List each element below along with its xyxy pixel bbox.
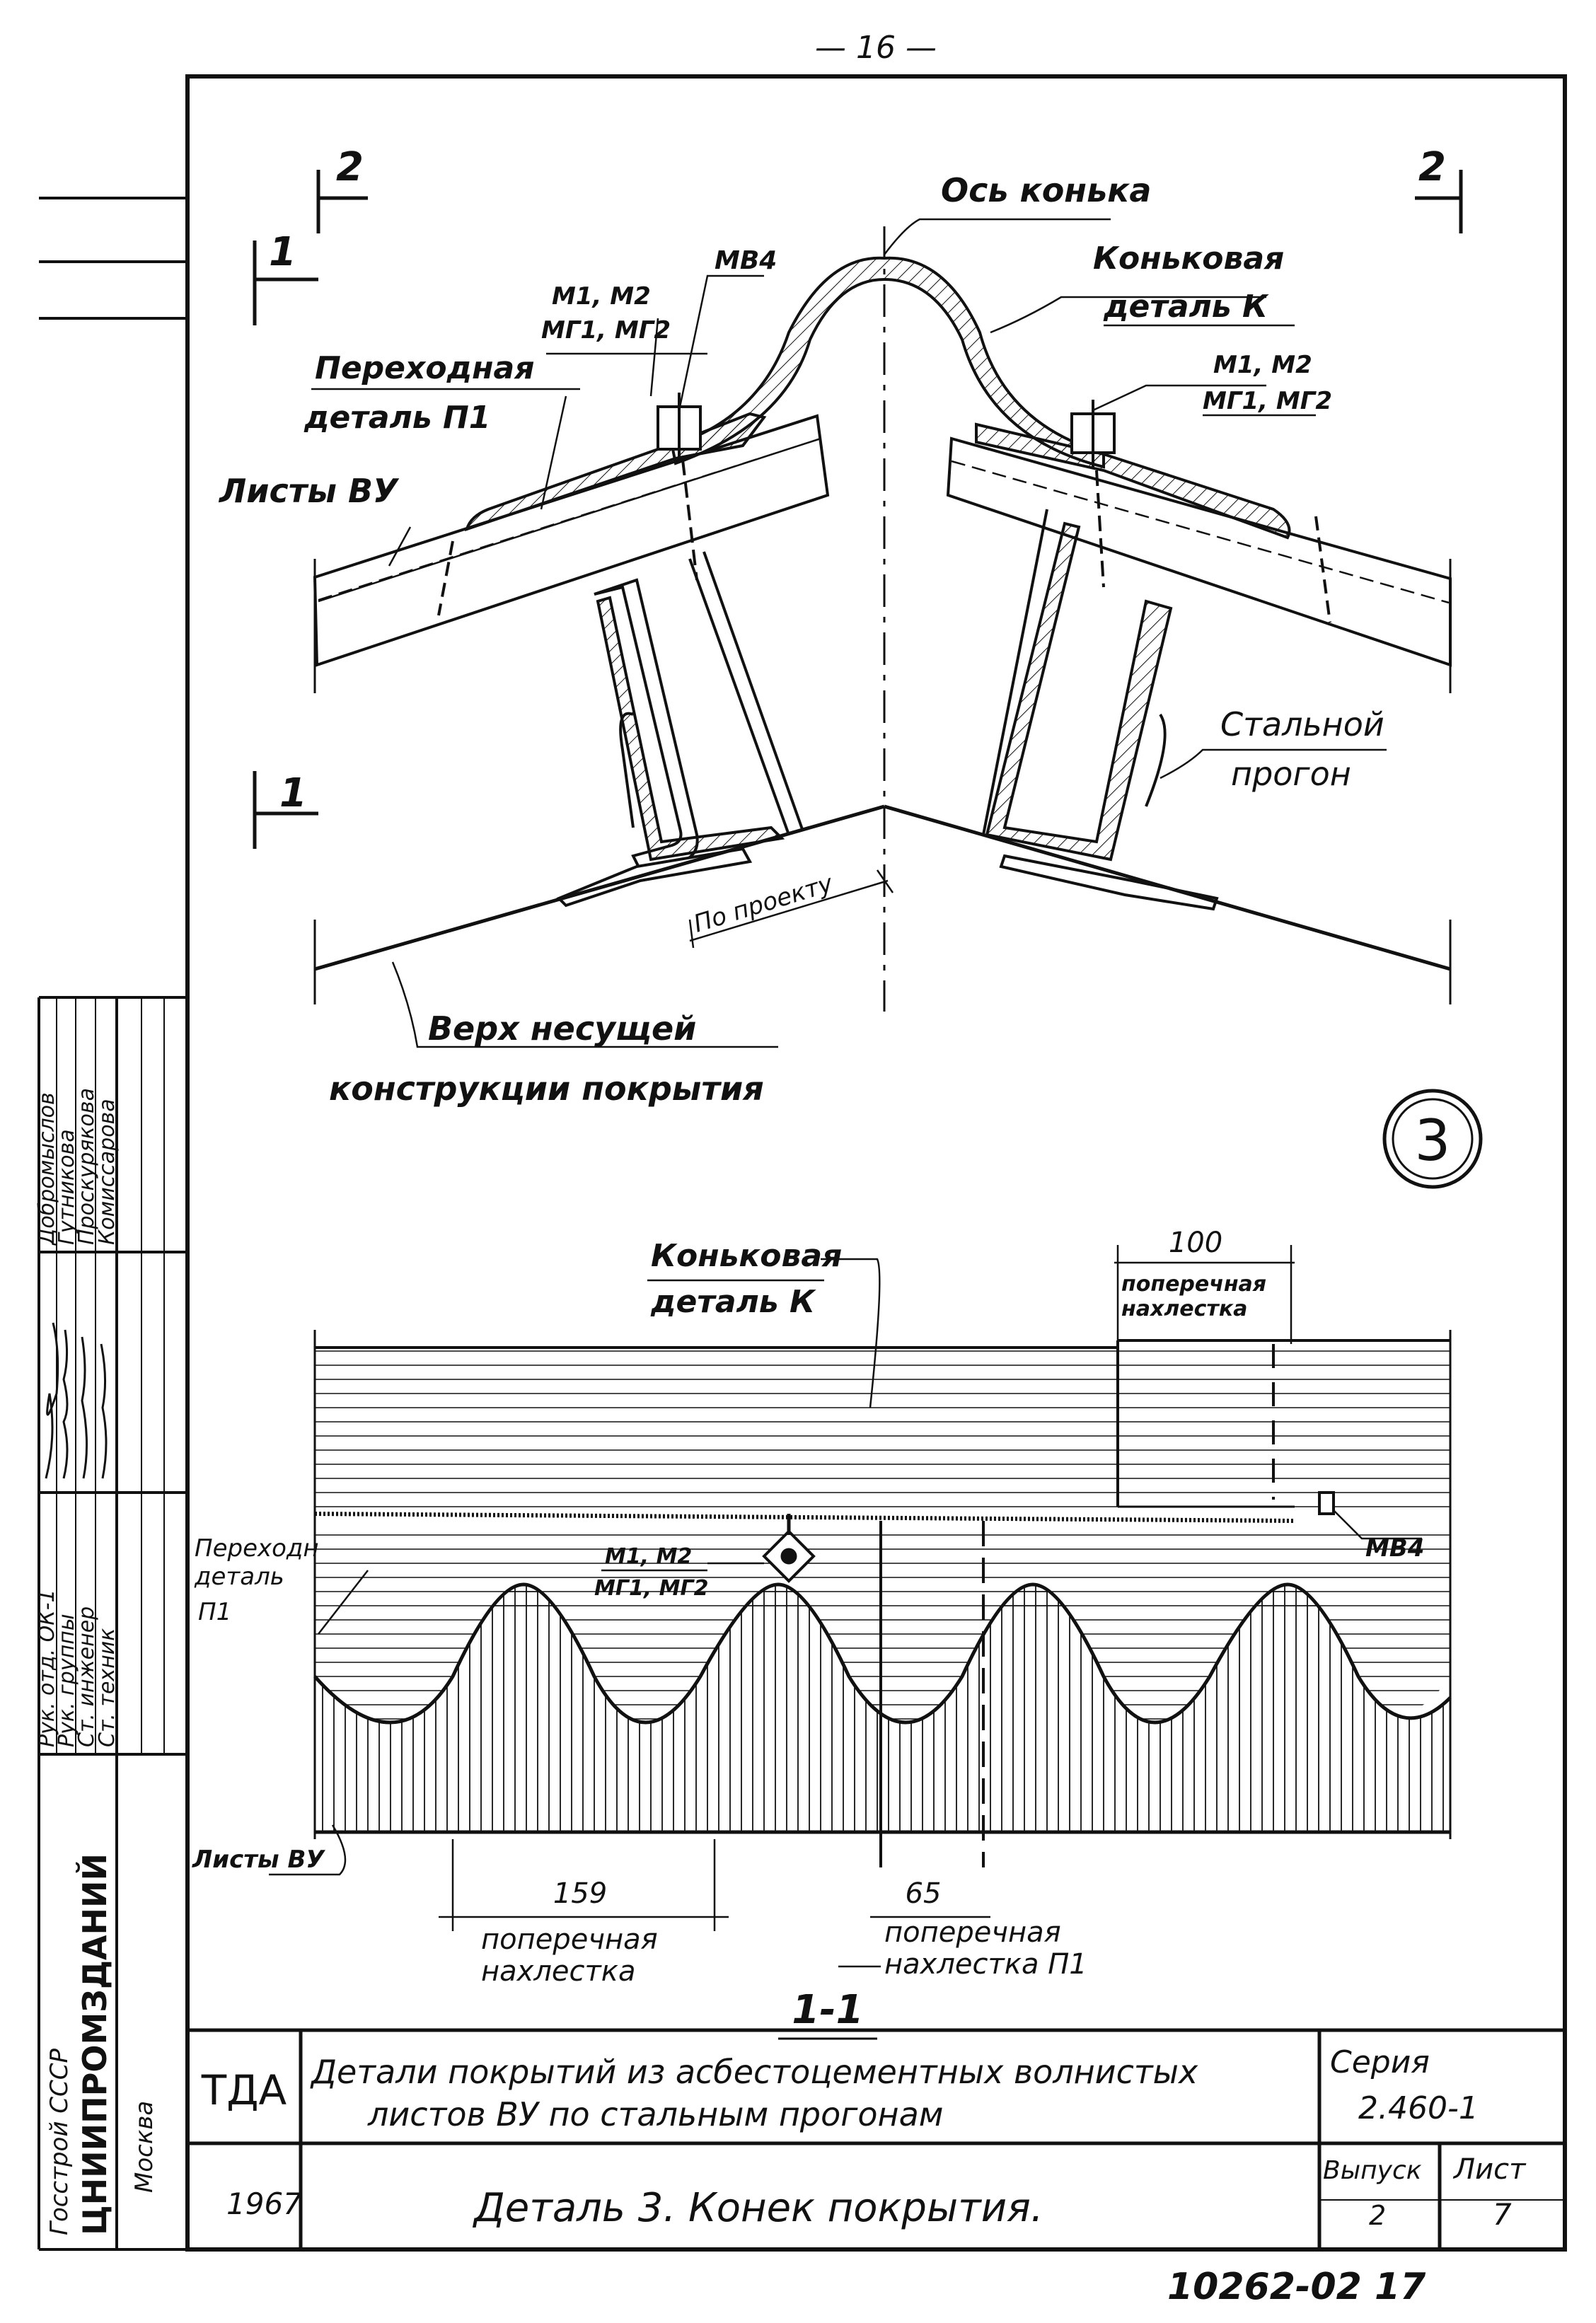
structure-label-1: Верх несущей <box>428 1009 696 1048</box>
ridge-part-label-2: деталь К <box>1103 289 1269 325</box>
ridge-label-1: Коньковая <box>651 1238 842 1274</box>
issue-label: Выпуск <box>1323 2156 1422 2185</box>
fasteners-section-top: М1, М2 <box>605 1544 692 1569</box>
stamp-roles: Рук. отд. ОК-1 Рук. группы Ст. инженер С… <box>35 1589 120 1747</box>
svg-text:Рук. группы: Рук. группы <box>54 1614 79 1747</box>
ridge-axis-label: Ось конька <box>941 171 1151 209</box>
title-code: ТДА <box>201 2066 287 2114</box>
dim-159: 159 <box>553 1877 607 1910</box>
overlap-100-label-1: поперечная <box>1121 1272 1266 1297</box>
title-line-2: листов ВУ по стальным прогонам <box>367 2095 944 2133</box>
right-base-plate <box>999 854 1219 911</box>
side-stamp <box>37 996 187 2251</box>
sheets-label-bottom: Листы ВУ <box>192 1846 325 1874</box>
title-year: 1967 <box>226 2186 302 2221</box>
sheet-value: 7 <box>1493 2197 1512 2232</box>
structure-label-2: конструкции покрытия <box>329 1070 764 1108</box>
sheet-frame <box>185 74 1567 2252</box>
transition-part-label-1: Переходная <box>315 350 535 386</box>
fasteners-section-bottom: МГ1, МГ2 <box>594 1576 709 1601</box>
left-roof-slab <box>313 414 830 667</box>
page-number: — 16 — <box>815 30 937 66</box>
stamp-org-2: ЦНИИПРОМЗДАНИЙ <box>76 1853 114 2235</box>
sheets-label-top: Листы ВУ <box>218 472 400 510</box>
top-view <box>253 170 1463 1048</box>
section-1-top: 1 <box>269 229 296 275</box>
stamp-signatures <box>45 1322 108 1479</box>
section-2-right: 2 <box>1418 144 1446 190</box>
overlap-159-label-1: поперечная <box>481 1923 658 1956</box>
fasteners-left-top: М1, М2 <box>552 282 651 311</box>
stamp-city: Москва <box>130 2101 158 2193</box>
transition-part-right <box>975 422 1291 540</box>
issue-value: 2 <box>1369 2200 1386 2231</box>
mb4-section-label: МВ4 <box>1365 1534 1424 1563</box>
ridge-part-label-1: Коньковая <box>1093 241 1284 277</box>
section-1-bottom: 1 <box>279 770 307 816</box>
overlap-65-label-2: нахлестка П1 <box>884 1948 1087 1981</box>
purlin-label-2: прогон <box>1231 755 1351 793</box>
overlap-100-label-2: нахлестка <box>1121 1297 1247 1321</box>
structure-top-left <box>314 804 885 971</box>
section-2-left: 2 <box>336 144 364 190</box>
subtitle: Деталь 3. Конек покрытия. <box>472 2185 1043 2231</box>
stamp-org-1: Госстрой СССР <box>45 2049 74 2235</box>
series-value: 2.460-1 <box>1358 2090 1479 2126</box>
structure-top-right <box>884 804 1451 971</box>
dim-100: 100 <box>1169 1227 1222 1259</box>
svg-text:Добромыслов: Добромыслов <box>35 1092 59 1246</box>
title-block <box>187 2028 1565 2249</box>
transition-label-2: деталь <box>194 1563 284 1591</box>
detail-number-circle: 3 <box>1382 1089 1483 1189</box>
left-base-plate <box>556 847 753 908</box>
mb4-label: МВ4 <box>715 246 777 275</box>
fasteners-right-bottom: МГ1, МГ2 <box>1203 387 1332 415</box>
svg-text:Комиссарова: Комиссарова <box>95 1099 120 1245</box>
section-view <box>269 1245 1452 2040</box>
ridge-cap <box>670 256 1105 469</box>
svg-text:3: 3 <box>1415 1108 1451 1174</box>
svg-text:Проскурякова: Проскурякова <box>74 1088 99 1245</box>
overlap-159-label-2: нахлестка <box>481 1955 635 1988</box>
svg-text:Гутникова: Гутникова <box>54 1129 79 1245</box>
right-purlin <box>985 521 1173 862</box>
overlap-65-label-1: поперечная <box>884 1916 1061 1949</box>
transition-label-1: Переходн <box>195 1534 319 1563</box>
purlin-label-1: Стальной <box>1220 705 1384 743</box>
stamp-names: Добромыслов Гутникова Проскурякова Комис… <box>35 1088 120 1246</box>
section-title: 1-1 <box>792 1987 863 2033</box>
transition-label-3: П1 <box>198 1598 231 1626</box>
series-label: Серия <box>1330 2044 1430 2080</box>
dim-65: 65 <box>906 1877 942 1910</box>
binding-lines <box>39 197 187 320</box>
svg-text:Ст. инженер: Ст. инженер <box>74 1606 99 1747</box>
sheet-label: Лист <box>1452 2153 1527 2186</box>
title-line-1: Детали покрытий из асбестоцементных волн… <box>310 2053 1198 2091</box>
doc-number: 10262-02 17 <box>1167 2266 1426 2308</box>
fasteners-right-top: М1, М2 <box>1213 351 1312 379</box>
fasteners-left-bottom: МГ1, МГ2 <box>541 316 671 344</box>
ridge-label-2: деталь К <box>650 1284 816 1320</box>
svg-text:Ст. техник: Ст. техник <box>95 1628 120 1747</box>
transition-part-label-2: деталь П1 <box>303 400 490 436</box>
svg-text:Рук. отд. ОК-1: Рук. отд. ОК-1 <box>35 1589 59 1747</box>
